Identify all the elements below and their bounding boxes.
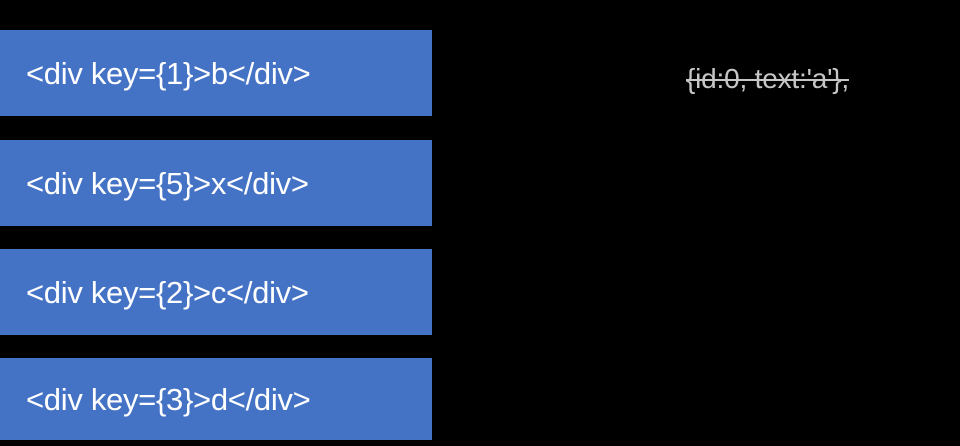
data-entry-removed-a: {id:0, text:'a'}, [686, 63, 849, 94]
keyed-row-2[interactable]: <div key={2}>c</div> [0, 249, 432, 335]
keyed-row-label: <div key={5}>x</div> [26, 165, 309, 201]
keyed-row-label: <div key={3}>d</div> [26, 381, 311, 417]
keyed-row-list: <div key={1}>b</div> <div key={5}>x</div… [0, 0, 432, 446]
keyed-row-3[interactable]: <div key={3}>d</div> [0, 358, 432, 440]
keyed-row-1[interactable]: <div key={1}>b</div> [0, 30, 432, 116]
keyed-row-label: <div key={1}>b</div> [26, 55, 311, 91]
data-entry-list: {id:0, text:'a'}, [440, 0, 960, 446]
keyed-row-label: <div key={2}>c</div> [26, 274, 309, 310]
keyed-row-5[interactable]: <div key={5}>x</div> [0, 140, 432, 226]
